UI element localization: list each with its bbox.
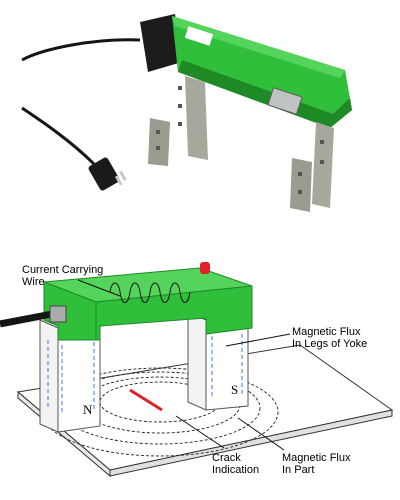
yoke-bridge (43, 267, 253, 341)
power-cable (0, 305, 67, 328)
label-flux-part: Magnetic Flux In Part (282, 452, 350, 476)
label-flux-part-line1: Magnetic Flux (282, 452, 351, 464)
label-current-wire-line1: Current Carrying (22, 264, 104, 276)
left-articulated-leg (148, 76, 208, 166)
flux-schematic (0, 262, 394, 478)
power-cord (21, 38, 141, 62)
label-crack-line1: Crack (212, 452, 241, 464)
right-yoke-leg (187, 311, 249, 411)
label-crack: Crack Indication (212, 452, 259, 476)
power-cord-loop (21, 106, 97, 167)
label-crack-line2: Indication (212, 464, 260, 476)
label-flux-legs-line2: In Legs of Yoke (292, 338, 368, 350)
cord-housing (140, 14, 182, 72)
label-flux-legs-line1: Magnetic Flux (292, 326, 361, 338)
north-pole-label: N (83, 402, 93, 417)
coil-windings (109, 282, 191, 303)
device-label (184, 26, 214, 46)
crack-indication (129, 388, 163, 412)
label-current-wire: Current Carrying Wire (22, 264, 103, 288)
right-articulated-leg (290, 122, 334, 212)
left-yoke-leg (39, 319, 101, 433)
south-pole-label: S (231, 382, 239, 397)
label-current-wire-line2: Wire (22, 276, 45, 288)
plug-icon (88, 157, 127, 191)
yoke-body (172, 16, 352, 128)
label-flux-part-line2: In Part (282, 464, 315, 476)
trigger-button (200, 262, 210, 274)
label-pointers (77, 279, 291, 451)
yoke-device-photo (21, 14, 352, 212)
label-flux-legs: Magnetic Flux In Legs of Yoke (292, 326, 367, 350)
side-connector (267, 87, 303, 115)
